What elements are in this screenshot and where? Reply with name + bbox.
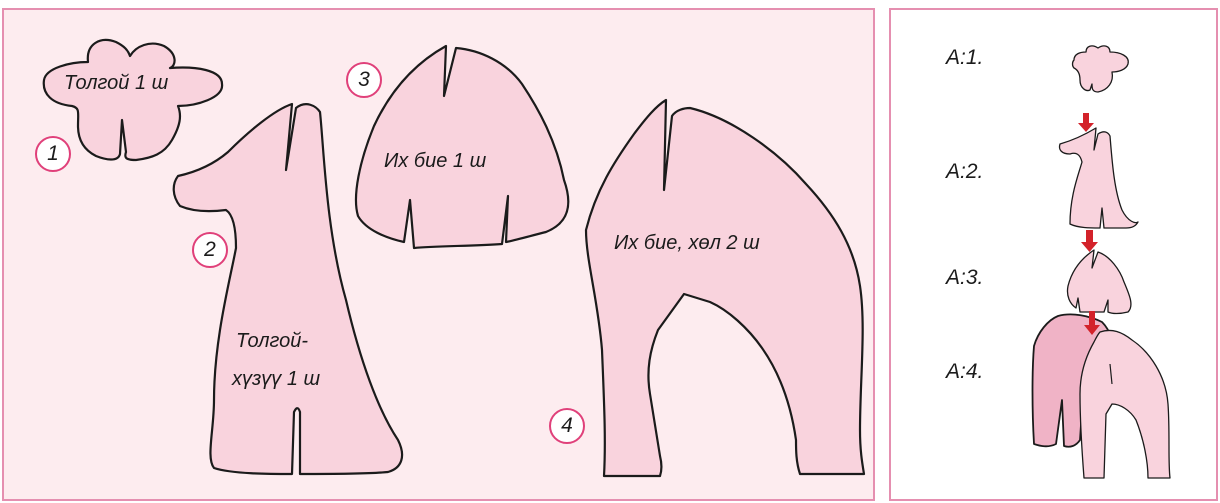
piece-label-body-legs: Их бие, хөл 2 ш xyxy=(614,232,760,255)
piece-body-legs-shape xyxy=(586,100,864,476)
piece-label-head-neck-line1: Толгой- xyxy=(236,330,308,353)
arrow-down-icon xyxy=(1078,113,1094,132)
piece-label-head-neck-line2: хүзүү 1 ш xyxy=(232,368,320,391)
step2-head-neck-thumbnail xyxy=(1059,113,1138,228)
step-label-3: А:3. xyxy=(946,266,983,290)
piece-number-1: 1 xyxy=(36,137,70,171)
step-label-4: А:4. xyxy=(946,360,983,384)
piece-body-shape xyxy=(356,46,568,248)
arrow-down-icon xyxy=(1081,230,1098,252)
step-label-1: А:1. xyxy=(946,46,983,70)
piece-label-body: Их бие 1 ш xyxy=(384,150,486,173)
piece-head-shape xyxy=(44,40,222,160)
piece-number-3: 3 xyxy=(347,63,381,97)
piece-number-2: 2 xyxy=(193,233,227,267)
piece-label-head: Толгой 1 ш xyxy=(64,72,168,95)
step1-head-thumbnail xyxy=(1073,46,1129,92)
step-label-2: А:2. xyxy=(946,160,983,184)
piece-number-4: 4 xyxy=(550,409,584,443)
step3-body-thumbnail xyxy=(1067,230,1130,314)
step4-assembled-thumbnail xyxy=(1033,311,1171,478)
